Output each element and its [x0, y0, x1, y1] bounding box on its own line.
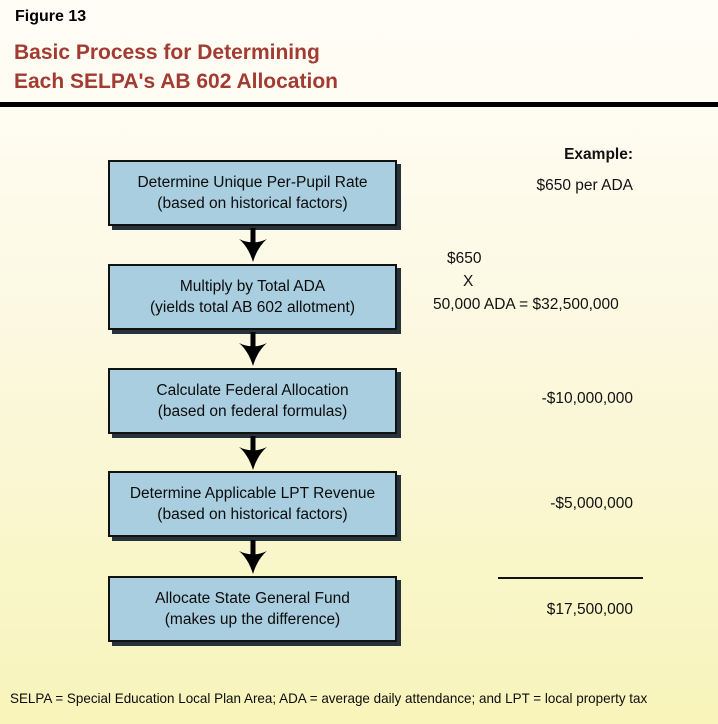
step-box-line1: Calculate Federal Allocation — [156, 382, 349, 399]
example-multiply-line2: X — [463, 273, 474, 290]
step-box-lpt-revenue: Determine Applicable LPT Revenue (based … — [108, 471, 397, 537]
step-box-line2: (based on federal formulas) — [157, 403, 348, 420]
sum-rule-line — [498, 577, 643, 579]
example-header: Example: — [564, 146, 633, 163]
step-box-line2: (makes up the difference) — [164, 611, 341, 628]
step-box-per-pupil-rate: Determine Unique Per-Pupil Rate (based o… — [108, 160, 397, 226]
figure-title-line2: Each SELPA's AB 602 Allocation — [14, 70, 338, 93]
step-box-line1: Determine Unique Per-Pupil Rate — [137, 174, 368, 191]
figure-label: Figure 13 — [15, 8, 87, 25]
step-box-line2: (yields total AB 602 allotment) — [149, 299, 356, 316]
arrow-down-icon — [239, 228, 267, 262]
step-box-line1: Allocate State General Fund — [155, 590, 350, 607]
step-box-line1: Determine Applicable LPT Revenue — [129, 485, 376, 502]
figure-title: Basic Process for Determining Each SELPA… — [14, 38, 338, 96]
example-multiply-block: $650 X 50,000 ADA = $32,500,000 — [433, 247, 619, 316]
step-box-state-general-fund: Allocate State General Fund (makes up th… — [108, 576, 397, 642]
arrow-down-icon — [239, 436, 267, 470]
example-value-per-pupil-rate: $650 per ADA — [536, 177, 633, 194]
example-value-federal-allocation: -$10,000,000 — [541, 390, 633, 407]
step-box-federal-allocation: Calculate Federal Allocation (based on f… — [108, 368, 397, 434]
example-value-lpt-revenue: -$5,000,000 — [550, 495, 633, 512]
example-multiply-line3: 50,000 ADA = $32,500,000 — [433, 296, 619, 313]
step-box-line2: (based on historical factors) — [157, 506, 348, 523]
arrow-down-icon — [239, 332, 267, 366]
example-multiply-line1: $650 — [447, 250, 482, 267]
arrow-down-icon — [239, 540, 267, 574]
example-value-state-general-fund: $17,500,000 — [546, 601, 633, 618]
figure-title-line1: Basic Process for Determining — [14, 41, 320, 64]
step-box-line1: Multiply by Total ADA — [179, 278, 326, 295]
footnote: SELPA = Special Education Local Plan Are… — [10, 690, 648, 706]
step-box-multiply-ada: Multiply by Total ADA (yields total AB 6… — [108, 264, 397, 330]
step-box-line2: (based on historical factors) — [157, 195, 348, 212]
header-divider — [0, 102, 718, 107]
